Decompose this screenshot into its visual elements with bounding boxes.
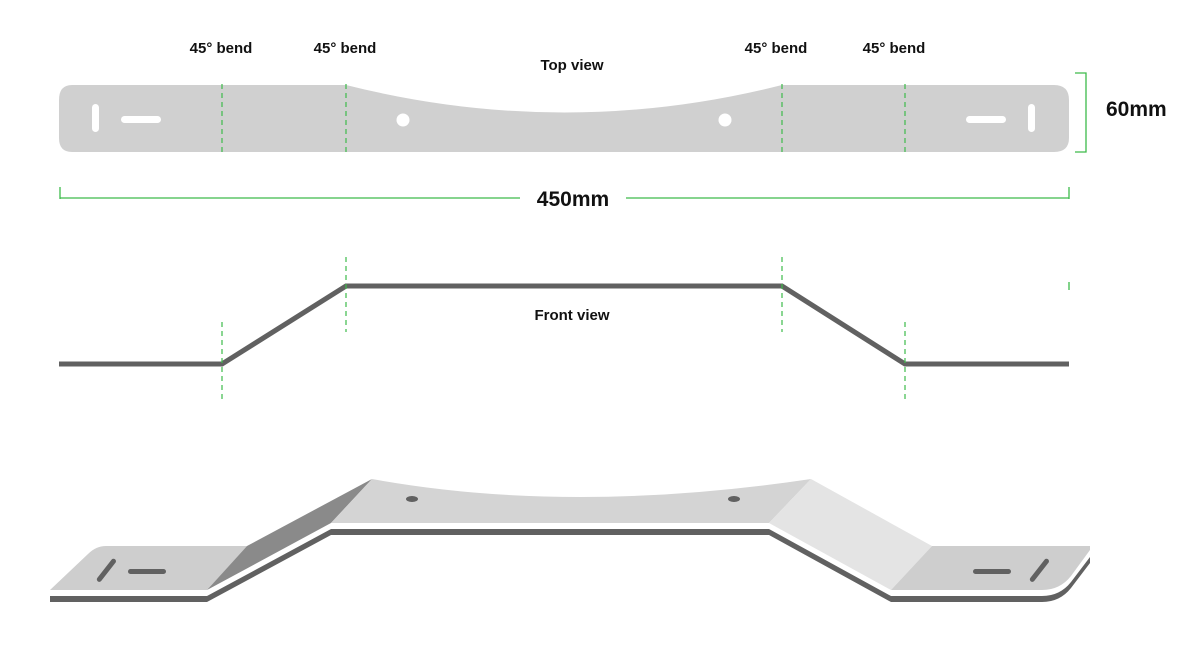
iso-right-ramp-side: [769, 479, 932, 590]
front-view: Front view: [59, 257, 1070, 400]
iso-slot-vertical-left: [96, 558, 116, 582]
bend-label-3: 45° bend: [745, 40, 808, 57]
isometric-view: [50, 479, 1090, 602]
width-dimension-bracket: [1075, 72, 1087, 153]
front-view-profile: [59, 283, 1069, 367]
slot-horizontal-right: [966, 116, 1006, 123]
length-dimension-label: 450mm: [537, 188, 609, 211]
iso-left-ramp-side: [207, 479, 372, 590]
slot-horizontal-left: [121, 116, 161, 123]
iso-right-tab: [891, 546, 1090, 590]
iso-top-plate: [331, 479, 811, 523]
slot-vertical-right: [1028, 104, 1035, 132]
top-view-title: Top view: [540, 57, 603, 74]
bend-label-4: 45° bend: [863, 40, 926, 57]
top-view: 45° bend 45° bend 45° bend 45° bend Top …: [59, 40, 1167, 211]
front-view-title: Front view: [534, 307, 609, 324]
iso-slot-vertical-right: [1029, 558, 1049, 582]
width-dimension-label: 60mm: [1106, 98, 1167, 121]
iso-slot-horizontal-right: [973, 569, 1011, 574]
hole-right: [718, 113, 732, 127]
slot-vertical-left: [92, 104, 99, 132]
top-view-plate: [59, 85, 1069, 152]
iso-hole-right: [728, 496, 740, 502]
hole-left: [396, 113, 410, 127]
bend-label-2: 45° bend: [314, 40, 377, 57]
iso-hole-left: [406, 496, 418, 502]
iso-slot-horizontal-left: [128, 569, 166, 574]
bend-label-1: 45° bend: [190, 40, 253, 57]
